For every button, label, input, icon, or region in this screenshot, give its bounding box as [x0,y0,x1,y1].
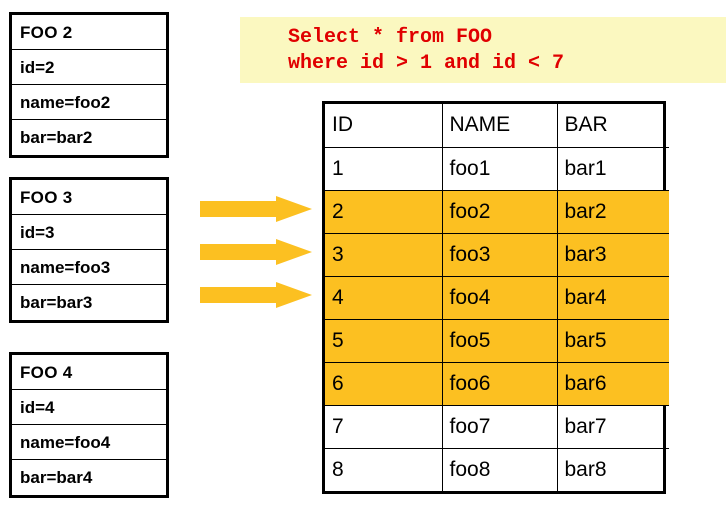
cell-name: foo5 [442,319,558,363]
cell-bar: bar2 [557,190,669,234]
cell-id: 1 [325,147,443,191]
entity-card-title: FOO 3 [12,180,166,215]
cell-name: foo8 [442,448,558,491]
entity-card-title: FOO 2 [12,15,166,50]
entity-card-field-name: name=foo3 [12,250,166,285]
sql-query-line-1: Select * from FOO [288,26,493,49]
sql-query-banner: Select * from FOO where id > 1 and id < … [240,17,726,83]
entity-card-field-bar: bar=bar3 [20,293,93,312]
cell-name: foo6 [442,362,558,406]
cell-name: foo1 [442,147,558,191]
table-row: 5 foo5 bar5 [325,319,669,363]
entity-card-foo2: FOO 2 id=2 name=foo2 bar=bar2 [9,12,169,158]
table-header-row: ID NAME BAR [325,104,669,148]
table-row: 4 foo4 bar4 [325,276,669,320]
column-header-id: ID [325,104,443,148]
column-header-bar: BAR [557,104,669,148]
cell-id: 7 [325,405,443,449]
arrow-right-icon [200,196,312,222]
entity-card-foo4: FOO 4 id=4 name=foo4 bar=bar4 [9,352,169,498]
table-row: 1 foo1 bar1 [325,147,669,191]
cell-id: 8 [325,448,443,491]
arrow-right-icon [200,282,312,308]
entity-card-field-name: name=foo2 [12,85,166,120]
entity-card-field-bar: bar=bar2 [20,128,93,147]
entity-card-field-name: name=foo4 [12,425,166,460]
cell-name: foo4 [442,276,558,320]
cell-id: 2 [325,190,443,234]
cell-bar: bar4 [557,276,669,320]
column-header-name: NAME [442,104,558,148]
cell-bar: bar7 [557,405,669,449]
cell-bar: bar1 [557,147,669,191]
cell-name: foo3 [442,233,558,277]
entity-card-field-id: id=2 [12,50,166,85]
table-row: 3 foo3 bar3 [325,233,669,277]
entity-card-foo3: FOO 3 id=3 name=foo3 bar=bar3 [9,177,169,323]
arrow-right-icon [200,239,312,265]
table-row: 6 foo6 bar6 [325,362,669,406]
cell-id: 4 [325,276,443,320]
cell-name: foo7 [442,405,558,449]
entity-card-title: FOO 4 [12,355,166,390]
cell-bar: bar8 [564,457,607,481]
entity-card-field-bar: bar=bar4 [20,468,93,487]
cell-bar: bar5 [557,319,669,363]
cell-name: foo2 [442,190,558,234]
sql-query-line-2: where id > 1 and id < 7 [288,52,565,75]
cell-id: 6 [325,362,443,406]
entity-card-field-id: id=3 [12,215,166,250]
cell-id: 5 [325,319,443,363]
table-row: 8 foo8 bar8 [325,448,669,491]
table-row: 7 foo7 bar7 [325,405,669,449]
result-table: ID NAME BAR 1 foo1 bar1 2 foo2 bar2 3 fo… [322,101,669,494]
entity-card-field-id: id=4 [12,390,166,425]
table-row: 2 foo2 bar2 [325,190,669,234]
cell-bar: bar6 [557,362,669,406]
cell-id: 3 [325,233,443,277]
cell-bar: bar3 [557,233,669,277]
